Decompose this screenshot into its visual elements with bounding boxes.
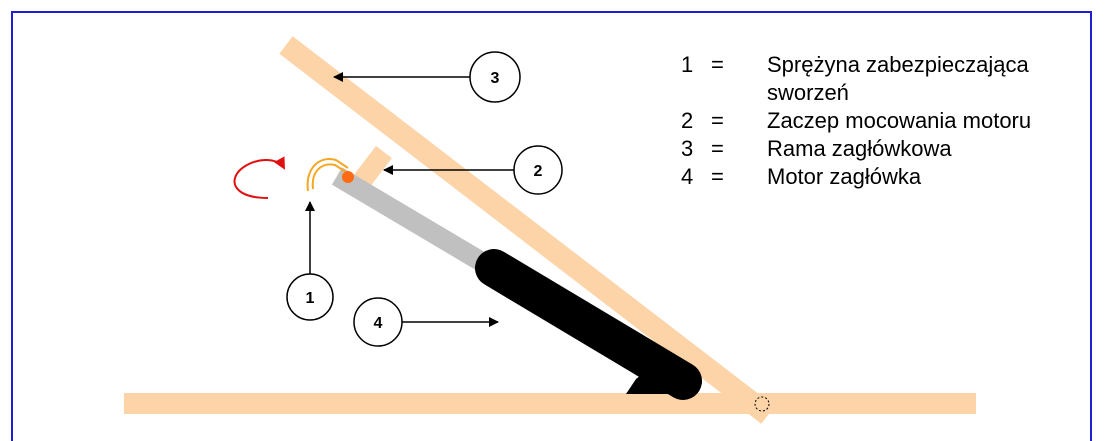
legend-number: 4: [681, 164, 694, 189]
legend-number: 2: [681, 108, 694, 133]
callout-4-number: 4: [374, 315, 383, 332]
legend-item: 1 = Sprężyna zabezpieczająca sworzeń: [681, 51, 1067, 107]
legend: 1 = Sprężyna zabezpieczająca sworzeń 2 =…: [681, 51, 1067, 191]
base-board: [124, 393, 976, 414]
legend-text: Motor zagłówka: [767, 164, 922, 189]
callout-4-bubble: [353, 297, 403, 347]
pivot-hinge: [754, 396, 770, 412]
callout-1-number: 1: [306, 290, 315, 307]
legend-equals: =: [711, 136, 724, 161]
callout-1-bubble: [286, 273, 334, 321]
motor-rod: [331, 167, 498, 277]
legend-text: Rama zagłówkowa: [767, 136, 952, 161]
spring-pin-inner: [311, 163, 347, 190]
legend-text: Zaczep mocowania motoru: [767, 108, 1032, 133]
pin-icon: [342, 171, 354, 183]
legend-equals: =: [711, 164, 724, 189]
legend-number: 3: [681, 136, 694, 161]
legend-equals: =: [711, 52, 724, 77]
callout-3-bubble: [469, 51, 521, 103]
legend-equals: =: [711, 108, 724, 133]
rotation-arrow-icon: [233, 156, 285, 199]
legend-text: Sprężyna zabezpieczająca sworzeń: [767, 52, 1029, 105]
motor-end-cap: [626, 359, 697, 394]
diagram-frame: [11, 11, 1092, 441]
legend-number: 1: [681, 52, 694, 77]
callout-2-bubble: [513, 145, 563, 195]
callout-3-number: 3: [491, 70, 500, 87]
headrest-motor: [475, 249, 702, 400]
legend-item: 2 = Zaczep mocowania motoru: [681, 107, 1067, 135]
legend-item: 4 = Motor zagłówka: [681, 163, 1067, 191]
legend-item: 3 = Rama zagłówkowa: [681, 135, 1067, 163]
headrest-frame: [279, 36, 775, 424]
callout-2-number: 2: [534, 163, 543, 180]
spring-pin: [306, 158, 349, 192]
